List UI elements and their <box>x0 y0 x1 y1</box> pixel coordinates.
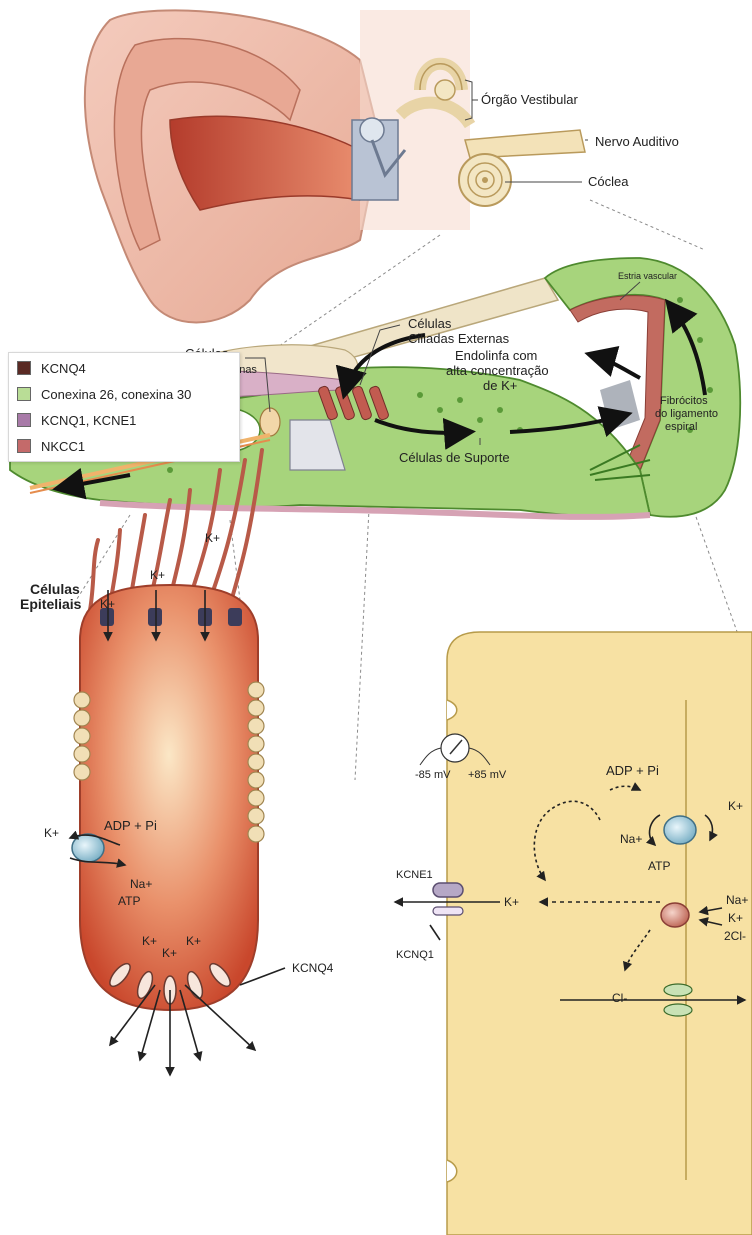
stria-voltage-positive: +85 mV <box>468 769 507 781</box>
epithelial-na-label: Na+ <box>130 877 152 891</box>
legend-swatch-kcnq4 <box>17 361 31 375</box>
cochlea-label: Cóclea <box>588 174 629 189</box>
stria-k-top-label: K+ <box>728 799 743 813</box>
stria-k-right-label: K+ <box>728 911 743 925</box>
endolymph-label-line2: alta concentração <box>446 363 549 378</box>
legend-label-kcnq1: KCNQ1, KCNE1 <box>41 413 136 428</box>
legend-box: KCNQ4 Conexina 26, conexina 30 KCNQ1, KC… <box>8 352 240 462</box>
epithelial-k-basal-3: K+ <box>186 934 201 948</box>
stria-vascularis-cell <box>420 632 752 1235</box>
outer-hair-cells-label-line1: Células <box>408 316 452 331</box>
stria-na-right-label: Na+ <box>726 893 748 907</box>
legend-swatch-nkcc1 <box>17 439 31 453</box>
legend-label-nkcc1: NKCC1 <box>41 439 85 454</box>
fibrocytes-label-line1: Fibrócitos <box>660 395 708 407</box>
stria-atp-label: ATP <box>648 859 670 873</box>
epithelial-k-basal-1: K+ <box>142 934 157 948</box>
fibrocytes-label-line2: do ligamento <box>655 408 718 420</box>
legend-label-kcnq4: KCNQ4 <box>41 361 86 376</box>
legend-swatch-connexin <box>17 387 31 401</box>
stria-voltage-negative: -85 mV <box>415 769 451 781</box>
legend-item-nkcc1: NKCC1 <box>17 435 239 457</box>
k-apical-mid: K+ <box>150 568 165 582</box>
stria-adp-label: ADP + Pi <box>606 763 659 778</box>
epithelial-adp-label: ADP + Pi <box>104 818 157 833</box>
stria-na-label: Na+ <box>620 832 642 846</box>
outer-ear-illustration <box>85 10 470 323</box>
legend-label-connexin: Conexina 26, conexina 30 <box>41 387 191 402</box>
stria-kcne1-label: KCNE1 <box>396 869 433 881</box>
legend-item-kcnq4: KCNQ4 <box>17 357 239 379</box>
epithelial-title-line2: Epiteliais <box>20 596 82 612</box>
inner-hair-cell <box>260 408 280 436</box>
middle-ear-bones <box>352 118 405 200</box>
stria-vascularis-label: Estria vascular <box>618 271 677 281</box>
epithelial-atp-label: ATP <box>118 894 140 908</box>
epithelial-k-pump-label: K+ <box>44 826 59 840</box>
stria-cl-label: Cl- <box>612 991 627 1005</box>
legend-swatch-kcnq1 <box>17 413 31 427</box>
endolymph-label-line3: de K+ <box>483 378 517 393</box>
auditory-nerve-label: Nervo Auditivo <box>595 134 679 149</box>
stria-2cl-label: 2Cl- <box>724 929 746 943</box>
legend-item-kcnq1: KCNQ1, KCNE1 <box>17 409 239 431</box>
support-cells-label: Células de Suporte <box>399 450 510 465</box>
k-apical-left: K+ <box>100 597 115 611</box>
k-apical-right: K+ <box>205 531 220 545</box>
vestibular-organ-label: Órgão Vestibular <box>481 92 579 107</box>
stria-kcnq1-label: KCNQ1 <box>396 949 434 961</box>
endolymph-label-line1: Endolinfa com <box>455 348 537 363</box>
legend-item-connexin: Conexina 26, conexina 30 <box>17 383 239 405</box>
epithelial-k-basal-2: K+ <box>162 946 177 960</box>
epithelial-kcnq4-label: KCNQ4 <box>292 961 334 975</box>
fibrocytes-label-line3: espiral <box>665 421 697 433</box>
epithelial-title-line1: Células <box>30 581 80 597</box>
stria-k-mid-label: K+ <box>504 895 519 909</box>
epithelial-cell <box>72 450 264 1010</box>
outer-hair-cells-label-line2: Ciliadas Externas <box>408 331 510 346</box>
